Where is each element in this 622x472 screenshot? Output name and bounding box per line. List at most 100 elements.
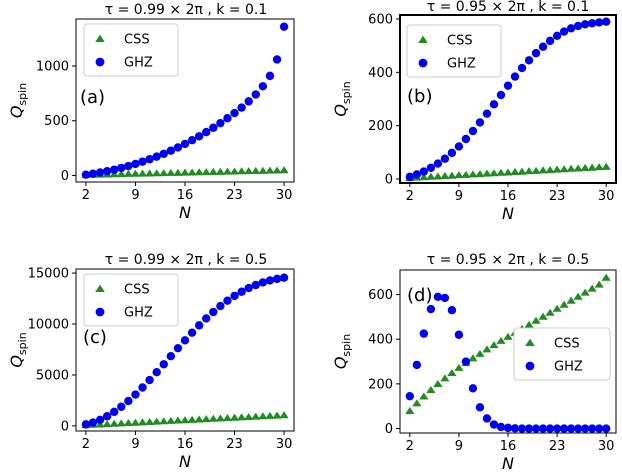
data-point (433, 159, 443, 168)
data-point (433, 172, 443, 180)
data-point (173, 343, 183, 353)
data-point (510, 424, 520, 433)
data-point (145, 169, 155, 177)
legend-marker-ghz (95, 307, 105, 317)
data-point (159, 169, 169, 177)
data-point (573, 164, 583, 172)
y-axis-label-main: Q (331, 104, 350, 117)
data-point (166, 352, 176, 361)
x-tick-label: 2 (406, 439, 414, 454)
data-point (123, 419, 133, 427)
data-point (208, 167, 218, 175)
data-point (566, 24, 576, 33)
data-point (244, 167, 254, 175)
y-tick-label: 5000 (36, 368, 69, 383)
data-point (237, 413, 247, 421)
data-point (279, 273, 289, 282)
data-point (468, 170, 478, 178)
data-point (545, 36, 555, 46)
data-point (258, 278, 268, 287)
x-axis-label: N (179, 452, 191, 471)
data-point (201, 168, 211, 176)
data-point (166, 168, 176, 176)
data-point (279, 22, 289, 31)
y-tick-label: 200 (368, 119, 393, 134)
data-point (412, 170, 422, 179)
data-point (468, 126, 478, 136)
data-point (538, 166, 548, 174)
data-point (503, 423, 513, 433)
x-tick-label: 9 (131, 437, 139, 452)
data-point (116, 419, 126, 427)
y-tick-label: 200 (368, 377, 393, 392)
data-point (538, 424, 548, 433)
y-tick-label: 10000 (28, 318, 69, 333)
data-point (531, 48, 541, 58)
x-tick-label: 16 (177, 188, 194, 203)
data-point (566, 164, 576, 172)
data-point (475, 349, 485, 357)
data-point (258, 166, 268, 174)
data-point (489, 169, 499, 177)
data-point (538, 312, 548, 320)
data-point (208, 414, 218, 422)
series-css (81, 411, 289, 429)
data-point (552, 31, 562, 40)
data-point (538, 42, 548, 51)
legend-label-ghz: GHZ (124, 56, 153, 71)
data-point (131, 390, 140, 399)
legend-marker-ghz (525, 361, 535, 371)
data-point (496, 168, 506, 176)
data-point (594, 18, 604, 27)
x-tick-label: 30 (598, 189, 615, 204)
legend-label-css: CSS (554, 337, 580, 352)
data-point (102, 412, 112, 421)
y-tick-label: 0 (61, 419, 69, 434)
data-point (137, 418, 148, 426)
y-tick-label: 1000 (36, 60, 69, 75)
data-point (475, 118, 485, 127)
data-point (109, 419, 119, 427)
data-point (201, 415, 211, 423)
data-point (405, 172, 415, 182)
y-tick-label: 0 (385, 422, 393, 437)
x-tick-label: 9 (455, 189, 463, 204)
data-point (180, 139, 190, 149)
data-point (216, 301, 225, 311)
data-point (580, 20, 590, 29)
data-point (559, 165, 569, 173)
data-point (601, 273, 611, 281)
y-axis-label: Qspin (331, 81, 353, 116)
data-point (587, 163, 597, 171)
data-point (426, 304, 436, 314)
data-point (265, 71, 275, 81)
data-point (180, 416, 190, 424)
data-point (173, 168, 183, 176)
y-tick-label: 600 (368, 288, 393, 303)
data-point (230, 291, 239, 301)
data-point (419, 392, 429, 400)
data-point (209, 123, 218, 132)
data-point (187, 328, 197, 337)
data-point (130, 169, 141, 177)
data-point (145, 417, 155, 425)
data-point (194, 168, 204, 176)
data-point (461, 134, 471, 144)
data-point (461, 357, 471, 366)
data-point (180, 336, 190, 345)
legend-marker-css (525, 338, 535, 347)
y-axis-label: Qspin (7, 332, 29, 367)
x-tick-label: 2 (82, 188, 90, 203)
data-point (194, 415, 204, 423)
data-point (187, 168, 197, 176)
panel-label: (a) (80, 87, 105, 108)
data-point (447, 171, 457, 179)
data-point (222, 414, 233, 422)
data-point (258, 82, 268, 91)
data-point (489, 341, 499, 349)
legend-label-ghz: GHZ (124, 306, 153, 321)
